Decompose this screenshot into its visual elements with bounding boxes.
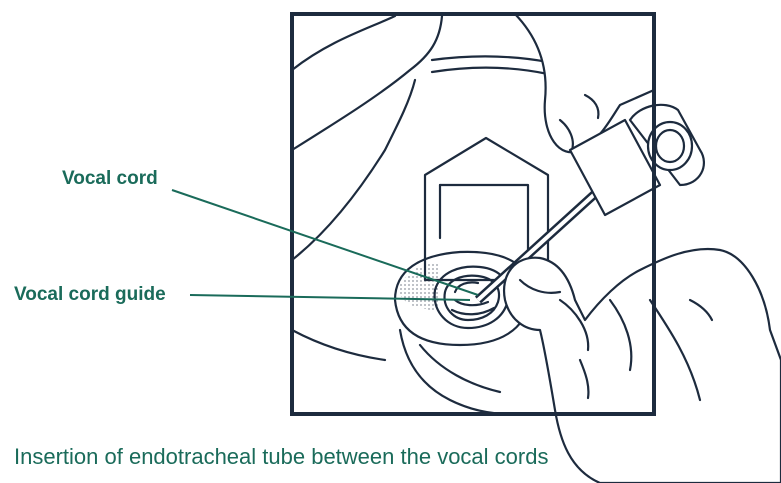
vocal-cord-label: Vocal cord: [62, 168, 158, 189]
vocal-cord-guide-leader: [189, 294, 471, 301]
operator-hand: [474, 12, 781, 483]
vocal-cord-guide-label: Vocal cord guide: [14, 284, 166, 305]
illustration-frame: [290, 12, 656, 416]
vocal-cord-leader: [171, 189, 479, 296]
patient-anatomy: [292, 14, 550, 414]
figure-caption: Insertion of endotracheal tube between t…: [14, 444, 549, 469]
